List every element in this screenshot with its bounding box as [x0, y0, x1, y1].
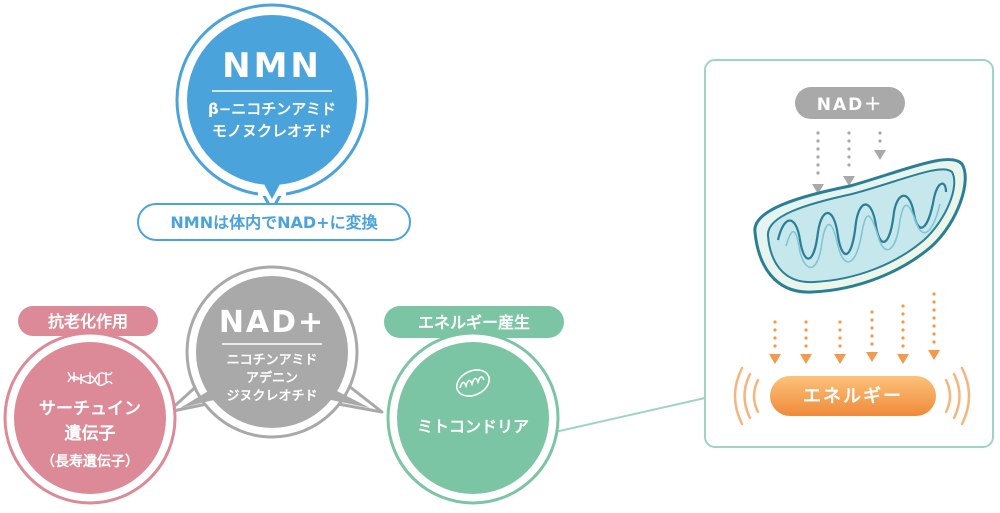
mitochondria-icon: [455, 369, 491, 397]
nad-line2: アデニン: [246, 370, 298, 386]
nmn-line2: モノヌクレオチド: [212, 122, 332, 140]
anti-aging-line1: サーチュイン: [39, 399, 141, 419]
panel-nad-label: NAD＋: [817, 95, 884, 115]
conversion-pill: NMNは体内でNAD+に変換: [137, 203, 411, 241]
energy-wave-icon: [733, 366, 971, 426]
nmn-line1: β−ニコチンアミド: [208, 100, 336, 118]
nmn-bubble: NMN β−ニコチンアミド モノヌクレオチド: [175, 3, 369, 212]
nad-inflow-arrows: [812, 131, 886, 194]
anti-aging-line2: 遺伝子: [65, 423, 116, 444]
panel-connector-line: [554, 397, 706, 433]
anti-aging-tag: 抗老化作用: [48, 312, 128, 331]
conversion-label: NMNは体内でNAD+に変換: [170, 213, 378, 232]
energy-production-circle: エネルギー産生 ミトコンドリア: [384, 306, 564, 505]
mitochondria-panel: NAD＋: [704, 59, 994, 448]
nad-title: NAD+: [219, 305, 325, 340]
nmn-title: NMN: [222, 46, 322, 86]
anti-aging-line3: （長寿遺伝子）: [41, 453, 139, 470]
nad-bubble: NAD+ ニコチンアミド アデニン ジヌクレオチド: [166, 265, 384, 439]
nad-line3: ジヌクレオチド: [226, 389, 317, 404]
anti-aging-circle: 抗老化作用 サーチュイン 遺伝子 （長寿遺伝子）: [3, 306, 177, 505]
panel-energy-label: エネルギー: [803, 386, 903, 407]
mitochondrion-illustration: [753, 158, 967, 294]
energy-production-label: ミトコンドリア: [417, 417, 529, 436]
energy-production-tag: エネルギー産生: [418, 313, 530, 332]
dna-icon: [67, 371, 113, 387]
energy-outflow-arrows: [769, 292, 940, 364]
nad-line1: ニコチンアミド: [227, 353, 318, 368]
